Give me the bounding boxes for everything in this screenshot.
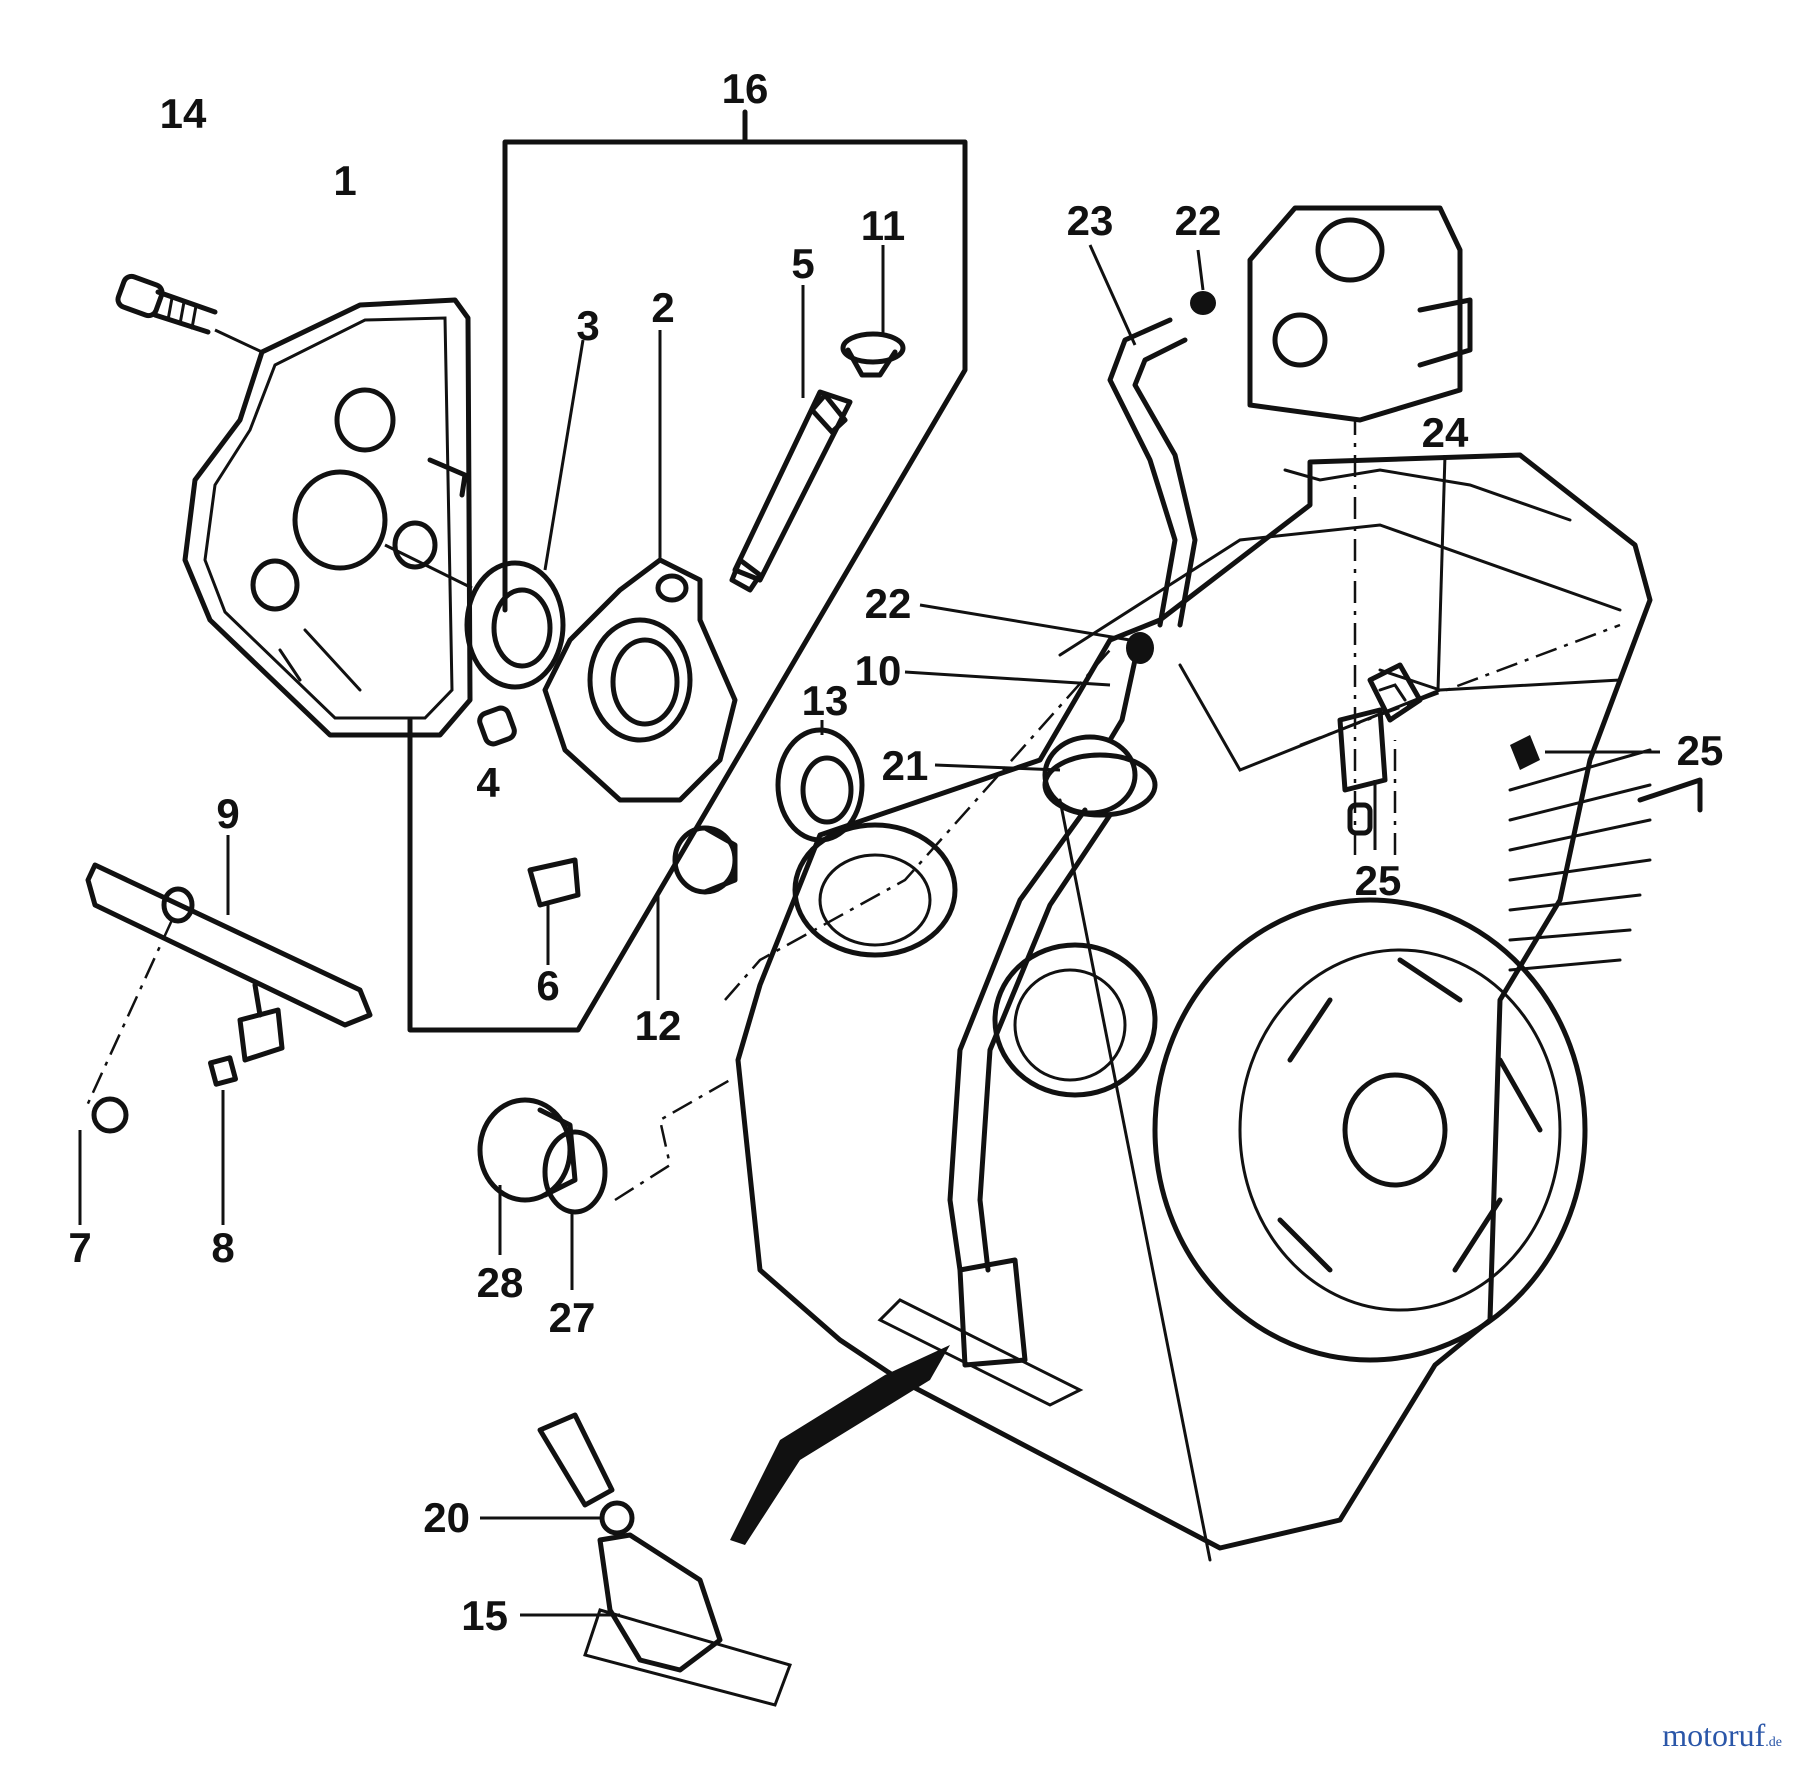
- part-6-sleeve[interactable]: [527, 857, 581, 965]
- callout-5: 5: [791, 240, 814, 287]
- insertion-arrow: [730, 1345, 950, 1545]
- part-7-clip[interactable]: [78, 919, 174, 1225]
- callout-labels: 14 1 16 3 2 5 11 4 13 9 6 12 7 8 28 27 2…: [68, 65, 1723, 1639]
- carburettor[interactable]: [1247, 205, 1473, 423]
- callout-22-middle: 22: [865, 580, 912, 627]
- callout-16: 16: [722, 65, 769, 112]
- part-12-roller[interactable]: [656, 825, 738, 1000]
- part-15-fuel-filter[interactable]: [520, 1532, 792, 1707]
- part-5-worm-shaft[interactable]: [729, 285, 853, 593]
- watermark: motoruf.de: [1662, 1717, 1782, 1754]
- callout-2: 2: [651, 284, 674, 331]
- part-10-connector[interactable]: [904, 657, 1138, 743]
- callout-7: 7: [68, 1224, 91, 1271]
- part-13-seal[interactable]: [775, 720, 865, 843]
- callout-25-lower: 25: [1355, 857, 1402, 904]
- part-25-lower-nipple[interactable]: [1337, 707, 1388, 850]
- callout-3: 3: [576, 302, 599, 349]
- callout-15: 15: [461, 1592, 508, 1639]
- fuel-pickup-tube[interactable]: [537, 1412, 615, 1508]
- callout-12: 12: [635, 1002, 682, 1049]
- callout-6: 6: [536, 962, 559, 1009]
- part-24-fitting[interactable]: [1367, 454, 1447, 723]
- part-3-seal[interactable]: [464, 339, 585, 690]
- fuel-line: [877, 807, 1113, 1407]
- part-23-fuel-hose[interactable]: [1088, 244, 1198, 628]
- watermark-name: motoruf: [1662, 1717, 1766, 1753]
- part-25-right-nipple[interactable]: [1510, 735, 1660, 770]
- part-16-assembly-bracket: [407, 109, 968, 1033]
- callout-28: 28: [477, 1259, 524, 1306]
- part-1-cover-plate[interactable]: [182, 297, 473, 738]
- part-20-washer[interactable]: [480, 1500, 635, 1536]
- callout-9: 9: [216, 790, 239, 837]
- callout-27: 27: [549, 1294, 596, 1341]
- callout-11: 11: [861, 202, 905, 249]
- watermark-suffix: .de: [1765, 1735, 1782, 1750]
- callout-8: 8: [211, 1224, 234, 1271]
- callout-13: 13: [802, 677, 849, 724]
- part-22-top-nipple[interactable]: [1190, 249, 1216, 315]
- callout-1: 1: [333, 157, 356, 204]
- part-2-pump-housing[interactable]: [542, 330, 738, 803]
- part-21-cap[interactable]: [934, 752, 1158, 818]
- callout-4: 4: [476, 759, 500, 806]
- part-28-plug[interactable]: [477, 1097, 578, 1255]
- callout-20: 20: [423, 1494, 470, 1541]
- callout-10: 10: [855, 647, 902, 694]
- callout-25-right: 25: [1677, 727, 1724, 774]
- part-11-plug[interactable]: [840, 245, 906, 378]
- part-9-t-handle[interactable]: [85, 835, 373, 1063]
- part-8-screw[interactable]: [207, 1055, 239, 1225]
- callout-22-top: 22: [1175, 197, 1222, 244]
- callout-23: 23: [1067, 197, 1114, 244]
- callout-24: 24: [1422, 409, 1469, 456]
- part-27-o-ring[interactable]: [542, 1078, 731, 1290]
- part-4-pin[interactable]: [477, 705, 517, 747]
- callout-14: 14: [160, 90, 207, 137]
- part-14-bolt[interactable]: [115, 273, 263, 354]
- part-22-middle-nipple[interactable]: [919, 603, 1154, 664]
- callout-21: 21: [882, 742, 929, 789]
